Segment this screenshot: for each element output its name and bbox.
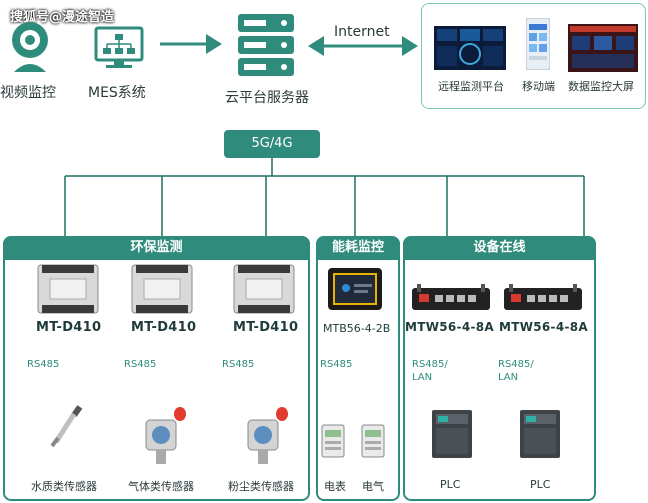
cloud-server-label: 云平台服务器 [225,90,309,106]
server-icon [238,14,294,76]
protocol-label: RS485/ LAN [498,358,534,384]
device-model-label: MT-D410 [131,320,197,335]
meter-label: 电表 [324,480,346,493]
water-probe-icon [50,405,83,448]
internet-double-arrow [308,36,418,56]
client-terminals-panel: 远程监测平台 移动端 数据监控大屏 [421,3,646,109]
video-label: 视频监控 [0,85,56,101]
mes-icon [94,26,144,68]
energy-gateway-icon [328,268,382,310]
sensor-label: 水质类传感器 [31,480,97,493]
protocol-line-2: LAN [412,372,433,383]
gateway-device-icon [131,264,193,314]
equipment-panel-title: 设备在线 [403,236,596,260]
protocol-line-1: RS485/ [412,359,448,370]
mes-label: MES系统 [88,85,146,101]
dust-detector-icon [247,407,288,464]
protocol-label: RS485 [320,359,353,370]
mes-to-cloud-arrow [160,34,222,54]
electric-meter-icon [321,424,345,458]
bigscreen-screenshot [568,24,638,72]
plc-label: PLC [530,478,551,491]
router-device-icon [412,284,490,310]
router-device-icon [504,284,582,310]
gateway-device-icon [233,264,295,314]
camera-icon [12,22,48,72]
network-tree [64,158,585,236]
protocol-label: RS485/ LAN [412,358,448,384]
gateway-device-icon [37,264,99,314]
network-badge: 5G/4G [224,130,320,158]
plc-icon [432,410,472,458]
sensor-label: 粉尘类传感器 [228,480,294,493]
energy-panel-title: 能耗监控 [316,236,400,260]
electric-meter-icon [361,424,385,458]
router-model-label: MTW56-4-8A [405,320,495,334]
router-model-label: MTW56-4-8A [499,320,589,334]
mobile-label: 移动端 [522,80,555,93]
env-panel-title: 环保监测 [3,236,310,260]
energy-model-label: MTB56-4-2B [323,322,391,335]
plc-label: PLC [440,478,461,491]
protocol-label: RS485 [222,359,255,370]
device-model-label: MT-D410 [36,320,102,335]
plc-icon [520,410,560,458]
bigscreen-label: 数据监控大屏 [568,80,634,93]
protocol-line-2: LAN [498,372,519,383]
device-model-label: MT-D410 [233,320,299,335]
meter-label: 电气 [362,480,384,493]
watermark: 搜狐号@漫途智造 [10,10,115,25]
gas-detector-icon [145,407,186,464]
protocol-line-1: RS485/ [498,359,534,370]
mobile-screenshot [526,18,550,70]
sensor-label: 气体类传感器 [128,480,194,493]
internet-label: Internet [334,24,390,40]
remote-platform-screenshot [434,26,506,70]
protocol-label: RS485 [124,359,157,370]
protocol-label: RS485 [27,359,60,370]
remote-platform-label: 远程监测平台 [438,80,504,93]
